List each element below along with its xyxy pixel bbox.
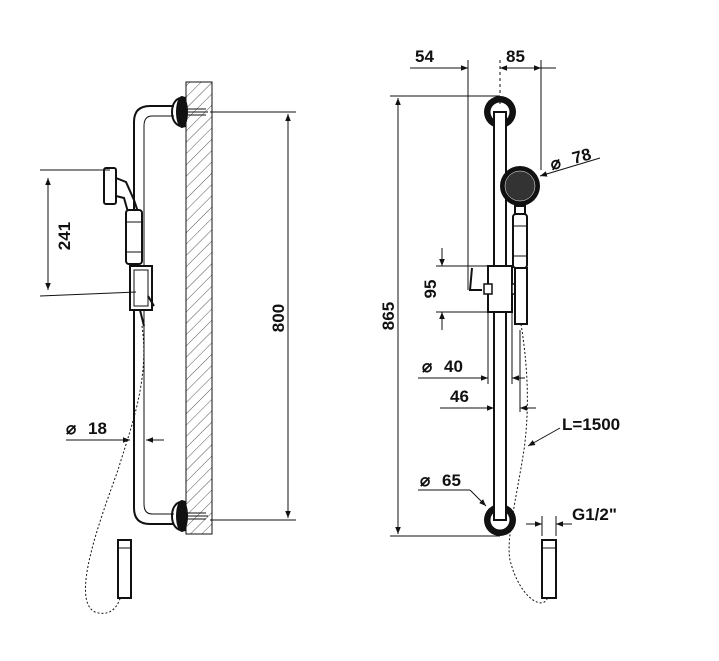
dim-d40: ⌀ 40 <box>418 312 525 384</box>
dim-46-label: 46 <box>450 387 469 406</box>
bottom-wall-bracket <box>170 500 208 532</box>
dim-85-label: 85 <box>506 47 525 66</box>
dim-hose-length: L=1500 <box>527 415 620 447</box>
dim-thread: G1/2" <box>526 505 617 536</box>
dim-54-85: 54 85 <box>410 47 556 290</box>
dim-800: 800 <box>210 111 296 521</box>
dim-d78: ⌀ 78 <box>539 145 601 177</box>
dim-d18-symbol: ⌀ <box>66 419 77 438</box>
dim-95: 95 <box>421 248 488 330</box>
slider-holder-side <box>129 265 155 327</box>
slide-rail <box>133 105 174 525</box>
dim-95-label: 95 <box>421 280 440 299</box>
side-view: 241 800 ⌀ 18 <box>39 81 296 614</box>
dim-d40-label: 40 <box>444 357 463 376</box>
top-wall-bracket <box>170 96 208 128</box>
wall-hatched <box>185 81 213 535</box>
hand-shower-side <box>103 167 143 265</box>
hose-side <box>85 325 145 614</box>
dim-d78-symbol: ⌀ <box>548 153 564 174</box>
dim-d65: ⌀ 65 <box>418 471 487 507</box>
dim-865: 865 <box>379 95 500 537</box>
dim-46: 46 <box>440 330 536 412</box>
dim-d78-label: 78 <box>570 145 593 168</box>
dim-d18-label: 18 <box>88 419 107 438</box>
hose-length-label: L=1500 <box>562 415 620 434</box>
thread-label: G1/2" <box>572 505 617 524</box>
dim-d65-symbol: ⌀ <box>420 471 431 490</box>
dim-54-label: 54 <box>415 47 434 66</box>
hose-connector-front <box>541 539 557 599</box>
front-view: 54 85 ⌀ 78 95 865 <box>379 47 620 604</box>
dim-d65-label: 65 <box>442 471 461 490</box>
dim-d40-symbol: ⌀ <box>422 357 433 376</box>
dim-241-label: 241 <box>55 222 74 250</box>
dim-800-label: 800 <box>269 304 288 332</box>
hose-connector-side <box>117 539 132 599</box>
slide-rail-front <box>493 111 507 521</box>
dim-d18: ⌀ 18 <box>66 419 164 443</box>
dim-865-label: 865 <box>379 302 398 330</box>
dim-241: 241 <box>39 169 137 297</box>
